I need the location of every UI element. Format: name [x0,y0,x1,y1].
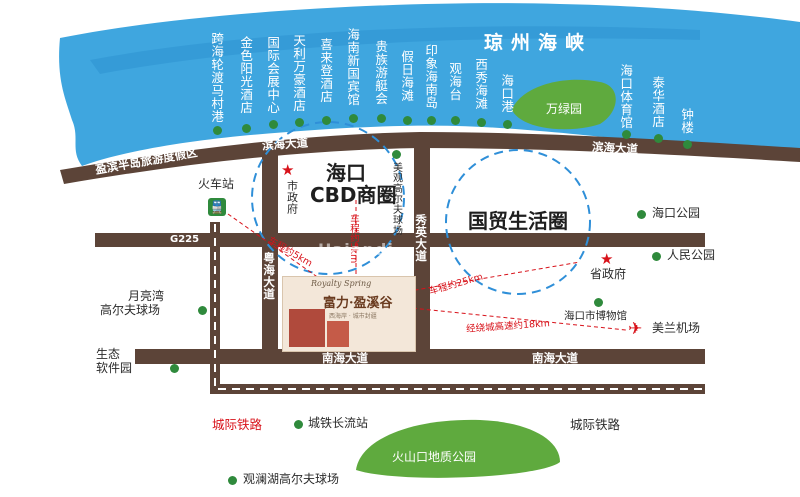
eco-park-label-2: 软件园 [96,361,133,375]
road-label-nanhai-east: 南海大道 [532,351,578,365]
landmark-dot [403,116,412,125]
landmark-yacht-club: 贵族游艇会 [373,40,389,105]
landmark-dot [622,130,631,139]
project-building-image [327,321,349,347]
landmark-expo-center: 国际会展中心 [265,36,281,114]
landmark-dot [503,120,512,129]
landmark-sheraton: 喜来登酒店 [318,38,334,103]
volcano-park-label: 火山口地质公园 [392,450,477,464]
railway-label-red: 城际铁路 [212,417,263,432]
moon-bay-label-1: 月亮湾 [128,289,165,303]
cbd-label-line2: CBD商圈 [310,183,397,207]
watermark: Haiandi [318,240,394,259]
landmark-dot [451,116,460,125]
cbd-circle [251,121,405,275]
train-icon: 🚆 [208,198,226,216]
landmark-holiday-beach: 假日海滩 [399,50,415,102]
landmark-dot [377,114,386,123]
road-label-g225: G225 [170,234,200,245]
landmark-gymnasium: 海口体育馆 [618,64,634,129]
project-building-image [289,309,325,347]
landmark-xixiu-beach: 西秀海滩 [473,58,489,110]
road-label-yuehai: 粤海大道 [262,252,277,300]
road-label-binhai-east: 滨海大道 [591,139,639,157]
prov-gov-star-icon: ★ [600,250,614,268]
landmark-dot [477,118,486,127]
haikou-park-dot [637,210,646,219]
landmark-impression-hainan: 印象海南岛 [423,44,439,109]
landmark-dot [322,116,331,125]
meiguan-label: 美观高尔夫球场 [390,162,402,236]
guanlan-label: 观澜湖高尔夫球场 [243,472,340,486]
road-label-binhai-west: 滨海大道 [261,135,309,153]
airplane-icon: ✈ [628,319,643,339]
eco-park-dot [170,364,179,373]
guomao-circle [445,149,591,295]
airport-label: 美兰机场 [652,321,701,335]
haikou-park-label: 海口公园 [652,206,701,220]
road-binhai [60,132,800,184]
wanlvyuan-park [512,79,616,130]
distance-cbd: 车程约5km [348,214,359,264]
landmark-marriott: 天利万豪酒店 [291,34,307,112]
guomao-label: 国贸生活圈 [468,209,568,233]
city-gov-star-icon: ★ [281,161,295,179]
landmark-macun-port: 跨海轮渡马村港 [209,32,225,123]
landmark-dot [295,118,304,127]
landmark-taihua-hotel: 泰华酒店 [650,76,666,128]
project-name: 富力·盈溪谷 [323,296,393,311]
road-label-xiuying: 秀英大道 [414,214,429,262]
train-station-label: 火车站 [198,177,235,191]
landmark-dot [269,120,278,129]
moon-bay-dot [198,306,207,315]
landmark-dot [213,126,222,135]
landmark-clock-tower: 钟楼 [679,108,695,134]
city-gov-label: 市政府 [285,180,299,215]
project-subtitle: Royalty Spring [311,279,372,288]
people-park-dot [652,252,661,261]
landmark-dot [683,140,692,149]
road-label-nanhai-west: 南海大道 [322,351,368,365]
meiguan-dot [392,150,401,159]
landmark-haikou-port: 海口港 [499,74,515,113]
guanlan-dot [228,476,237,485]
project-tagline: 西海岸 · 城市封疆 [329,313,377,320]
wanlvyuan-label: 万绿园 [546,102,583,116]
landmark-dot [427,116,436,125]
landmark-dot [349,114,358,123]
sea-label: 琼州海峡 [484,32,593,54]
landmark-dot [654,134,663,143]
moon-bay-label-2: 高尔夫球场 [100,303,161,317]
road-xiuying [414,140,430,354]
landmark-dot [242,124,251,133]
cbd-label-line1: 海口 [326,161,366,185]
road-yuehai [262,148,278,354]
museum-dot [594,298,603,307]
landmark-state-guesthouse: 海南新国宾馆 [345,28,361,106]
eco-park-label-1: 生态 [96,347,121,361]
road-g225 [95,233,705,247]
landmark-sea-view-platform: 观海台 [447,62,463,101]
railway-label: 城际铁路 [570,417,621,432]
changliu-dot [294,420,303,429]
changliu-label: 城铁长流站 [308,416,369,430]
landmark-golden-sunshine-hotel: 金色阳光酒店 [238,36,254,114]
project-marker: Royalty Spring 富力·盈溪谷 西海岸 · 城市封疆 [282,276,416,352]
museum-label: 海口市博物馆 [564,310,627,322]
prov-gov-label: 省政府 [590,267,627,281]
volcano-park [356,419,560,478]
people-park-label: 人民公园 [667,248,716,262]
